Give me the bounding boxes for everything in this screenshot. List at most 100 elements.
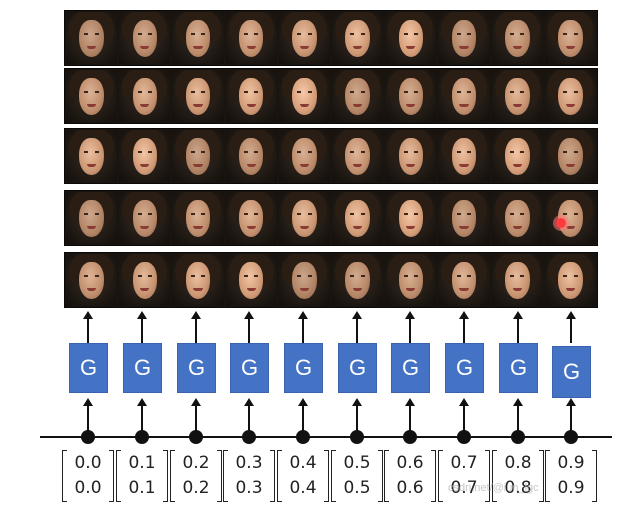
mouth-shape <box>246 46 256 49</box>
eyes-shape <box>244 274 259 277</box>
generated-face-image <box>385 254 437 306</box>
generated-face-image <box>66 192 118 244</box>
face-shape <box>345 138 370 175</box>
face-shape <box>185 138 211 175</box>
input-arrowhead <box>405 398 415 406</box>
output-arrowhead <box>244 311 254 319</box>
watermark-text: csdn.net/@iun_lgc <box>448 482 539 494</box>
eyes-shape <box>297 212 312 215</box>
face-shape <box>558 262 583 299</box>
right-bracket <box>431 450 436 502</box>
generator-box: G <box>391 343 430 393</box>
generated-face-image <box>332 130 384 182</box>
face-shape <box>504 200 530 237</box>
mouth-shape <box>299 104 309 107</box>
input-arrowhead <box>244 398 254 406</box>
eyes-shape <box>510 32 525 35</box>
input-arrow-line <box>356 405 358 433</box>
mouth-shape <box>246 226 256 229</box>
face-shape <box>238 138 264 175</box>
vector-bottom-value: 0.8 <box>504 478 532 498</box>
vector-top-value: 0.9 <box>557 453 585 473</box>
output-arrow-line <box>195 318 197 343</box>
output-arrowhead <box>459 311 469 319</box>
mouth-shape <box>140 46 150 49</box>
face-shape <box>398 20 424 57</box>
eyes-shape <box>403 150 418 153</box>
output-arrowhead <box>191 311 201 319</box>
eyes-shape <box>350 274 365 277</box>
generated-face-image <box>66 70 118 122</box>
output-arrow-line <box>356 318 358 343</box>
mouth-shape <box>459 288 469 291</box>
mouth-shape <box>193 46 203 49</box>
input-arrow-line <box>141 405 143 433</box>
generated-face-image <box>278 130 331 182</box>
generated-face-image <box>119 254 171 306</box>
eyes-shape <box>190 90 206 93</box>
right-bracket <box>217 450 222 502</box>
generator-box: G <box>177 343 216 393</box>
mouth-shape <box>512 104 522 107</box>
mouth-shape <box>86 104 97 107</box>
right-bracket <box>163 450 168 502</box>
mouth-shape <box>193 164 203 167</box>
eyes-shape <box>456 32 472 35</box>
face-shape <box>79 200 104 237</box>
input-arrow-line <box>570 405 572 433</box>
left-bracket <box>223 450 228 502</box>
vector-bottom-value: 0.5 <box>343 478 371 498</box>
eyes-shape <box>244 212 259 215</box>
face-shape <box>345 78 370 115</box>
generated-face-image <box>172 12 224 64</box>
face-shape <box>132 200 158 237</box>
mouth-shape <box>353 226 363 229</box>
generated-face-image <box>278 192 331 244</box>
left-bracket <box>384 450 389 502</box>
vector-top-value: 0.3 <box>235 453 263 473</box>
eyes-shape <box>297 32 312 35</box>
eyes-shape <box>403 212 418 215</box>
input-arrowhead <box>298 398 308 406</box>
eyes-shape <box>190 274 206 277</box>
right-bracket <box>270 450 275 502</box>
eyes-shape <box>403 32 418 35</box>
mouth-shape <box>299 164 309 167</box>
mouth-shape <box>140 288 150 291</box>
vector-bottom-value: 0.9 <box>557 478 585 498</box>
generated-face-image <box>544 130 597 182</box>
mouth-shape <box>246 104 256 107</box>
eyes-shape <box>84 212 99 215</box>
generated-face-image <box>119 70 171 122</box>
input-arrowhead <box>191 398 201 406</box>
input-arrowhead <box>459 398 469 406</box>
output-arrow-line <box>570 318 572 343</box>
generated-face-image <box>172 254 224 306</box>
mouth-shape <box>193 288 203 291</box>
mouth-shape <box>565 164 576 167</box>
vector-top-value: 0.4 <box>289 453 317 473</box>
eyes-shape <box>137 150 152 153</box>
mouth-shape <box>512 46 522 49</box>
mouth-shape <box>299 288 309 291</box>
mouth-shape <box>86 288 97 291</box>
face-shape <box>292 20 317 57</box>
generated-face-image <box>438 12 490 64</box>
generator-box: G <box>284 343 323 393</box>
vector-bottom-value: 0.1 <box>128 478 156 498</box>
left-bracket <box>492 450 497 502</box>
generated-face-image <box>66 130 118 182</box>
generated-face-image <box>385 70 437 122</box>
vector-top-value: 0.8 <box>504 453 532 473</box>
face-shape <box>185 78 211 115</box>
eyes-shape <box>350 212 365 215</box>
eyes-shape <box>84 150 99 153</box>
face-shape <box>292 78 317 115</box>
generated-face-image <box>278 254 331 306</box>
output-arrow-line <box>302 318 304 343</box>
output-arrowhead <box>352 311 362 319</box>
